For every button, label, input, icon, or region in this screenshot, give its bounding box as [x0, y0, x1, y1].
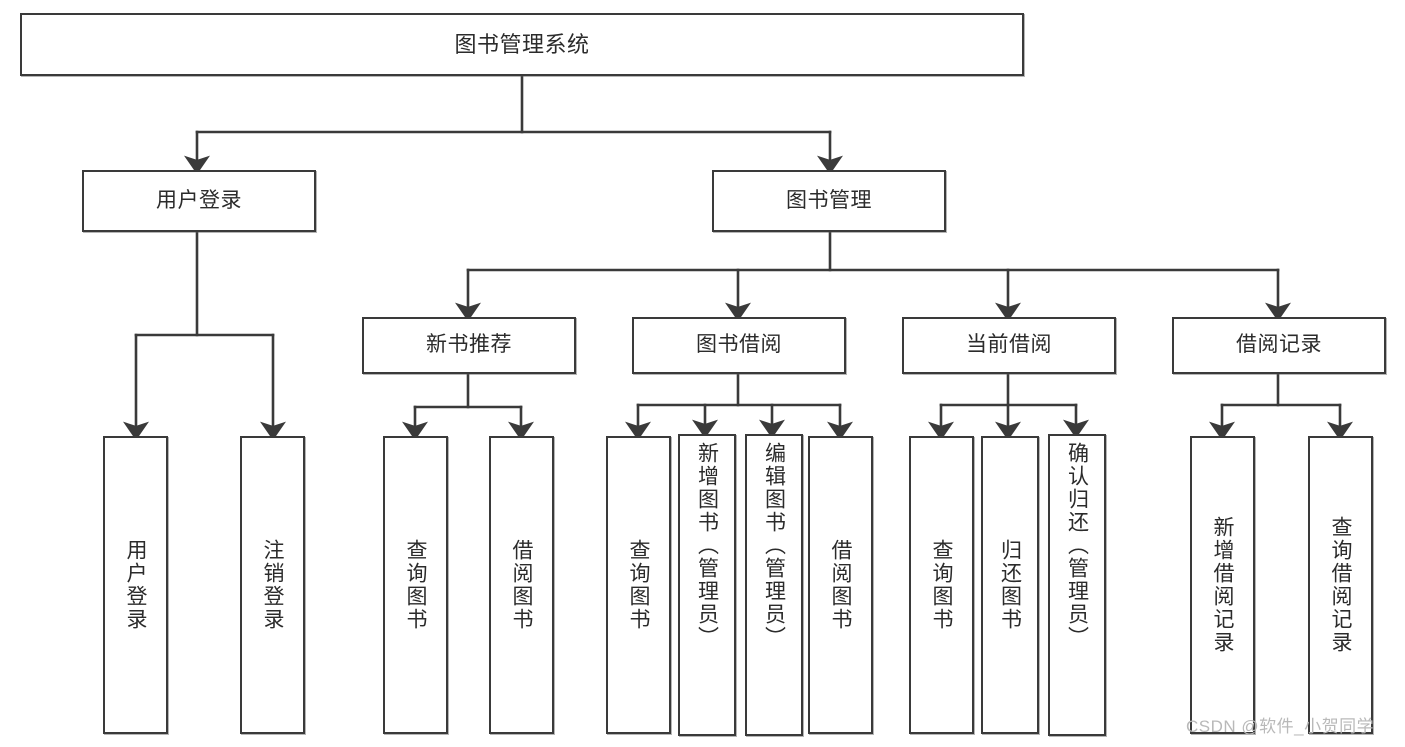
node-borrow-record-label: 借阅记录	[1236, 333, 1322, 357]
node-user-login-label: 用户登录	[156, 188, 242, 212]
node-leaf-query-book-3-label: 查询图书	[930, 539, 953, 631]
node-leaf-logout-label: 注销登录	[261, 539, 284, 631]
node-leaf-query-record-label: 查询借阅记录	[1329, 516, 1352, 654]
node-leaf-add-book-label: 新增图书（管理员）	[695, 442, 719, 649]
node-leaf-confirm-return[interactable]: 确认归还（管理员）	[1048, 434, 1106, 736]
node-leaf-return-book-label: 归还图书	[998, 539, 1022, 631]
csdn-watermark: CSDN @软件_小贺同学	[1186, 717, 1375, 736]
node-leaf-query-book-3[interactable]: 查询图书	[909, 436, 974, 734]
node-leaf-logout[interactable]: 注销登录	[240, 436, 305, 734]
node-new-book-rec[interactable]: 新书推荐	[362, 317, 576, 374]
node-leaf-add-book[interactable]: 新增图书（管理员）	[678, 434, 736, 736]
node-book-manage[interactable]: 图书管理	[712, 170, 946, 232]
node-leaf-user-login-label: 用户登录	[124, 539, 147, 631]
node-leaf-edit-book[interactable]: 编辑图书（管理员）	[745, 434, 803, 736]
node-leaf-borrow-book-2[interactable]: 借阅图书	[808, 436, 873, 734]
node-leaf-confirm-return-label: 确认归还（管理员）	[1065, 442, 1089, 649]
node-leaf-add-record-label: 新增借阅记录	[1211, 516, 1234, 654]
node-leaf-user-login[interactable]: 用户登录	[103, 436, 168, 734]
node-book-borrow-label: 图书借阅	[696, 333, 782, 357]
node-root-label: 图书管理系统	[454, 31, 590, 57]
node-borrow-record[interactable]: 借阅记录	[1172, 317, 1386, 374]
node-root[interactable]: 图书管理系统	[20, 13, 1024, 76]
node-new-book-rec-label: 新书推荐	[426, 333, 512, 357]
node-leaf-query-book-2[interactable]: 查询图书	[606, 436, 671, 734]
node-leaf-query-book-2-label: 查询图书	[627, 539, 650, 631]
node-leaf-return-book[interactable]: 归还图书	[981, 436, 1039, 734]
node-book-manage-label: 图书管理	[786, 188, 872, 212]
node-current-borrow-label: 当前借阅	[966, 333, 1052, 357]
node-current-borrow[interactable]: 当前借阅	[902, 317, 1116, 374]
node-user-login[interactable]: 用户登录	[82, 170, 316, 232]
node-leaf-query-book-1[interactable]: 查询图书	[383, 436, 448, 734]
node-book-borrow[interactable]: 图书借阅	[632, 317, 846, 374]
node-leaf-add-record[interactable]: 新增借阅记录	[1190, 436, 1255, 734]
node-leaf-borrow-book-2-label: 借阅图书	[829, 539, 852, 631]
node-leaf-edit-book-label: 编辑图书（管理员）	[762, 442, 786, 649]
node-leaf-borrow-book-1-label: 借阅图书	[510, 539, 533, 631]
node-leaf-query-record[interactable]: 查询借阅记录	[1308, 436, 1373, 734]
node-leaf-query-book-1-label: 查询图书	[404, 539, 427, 631]
node-leaf-borrow-book-1[interactable]: 借阅图书	[489, 436, 554, 734]
